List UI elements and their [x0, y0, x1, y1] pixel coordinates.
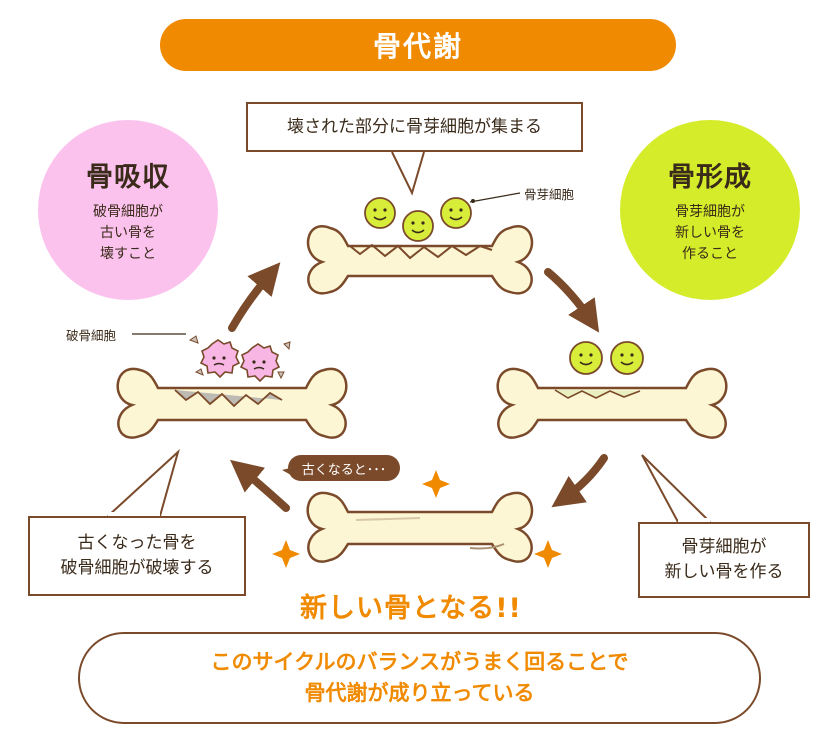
right-callout-tail [641, 454, 711, 523]
top-callout-tail [391, 151, 425, 196]
top-callout: 壊された部分に骨芽細胞が集まる [246, 102, 583, 152]
right-callout-line2: 新しい骨を作る [664, 562, 784, 582]
osteoblast-label: 骨芽細胞 [524, 187, 575, 202]
resorption-circle: 骨吸収 破骨細胞が 古い骨を 壊すこと [38, 120, 218, 300]
sparkle-icons [272, 470, 562, 568]
summary-line2: 骨代謝が成り立っている [304, 681, 535, 705]
bone-left [116, 367, 348, 439]
arrow-top-to-formation [544, 268, 600, 333]
left-callout-line1: 古くなった骨を [77, 533, 197, 554]
formation-title: 骨形成 [668, 162, 752, 193]
osteoclast-label: 破骨細胞 [66, 328, 117, 343]
left-callout-tail [107, 448, 180, 517]
resorption-description: 破骨細胞が 古い骨を 壊すこと [93, 204, 163, 262]
osteoblast-group-top [364, 197, 472, 242]
formation-circle: 骨形成 骨芽細胞が 新しい骨を 作ること [620, 120, 800, 300]
bone-top [306, 225, 534, 295]
result-text: 新しい骨となる!! [300, 593, 522, 624]
old-tag: 古くなると･･･ [288, 455, 400, 481]
bone-new [306, 491, 534, 563]
left-callout: 古くなった骨を 破骨細胞が破壊する [28, 516, 246, 596]
right-callout-line1: 骨芽細胞が [681, 537, 767, 558]
bone-right [496, 367, 728, 439]
formation-description: 骨芽細胞が 新しい骨を 作ること [675, 204, 745, 262]
summary-box: このサイクルのバランスがうまく回ることで 骨代謝が成り立っている [78, 632, 761, 724]
summary-line1: このサイクルのバランスがうまく回ることで [210, 649, 629, 674]
arrow-new-to-resorption [230, 459, 290, 512]
osteoblast-group-right [569, 341, 644, 375]
resorption-title: 骨吸収 [86, 162, 170, 193]
osteoblast-leader-line [469, 192, 521, 203]
page-title: 骨代謝 [160, 19, 676, 71]
left-callout-line2: 破骨細胞が破壊する [60, 558, 214, 578]
arrow-formation-to-new [551, 454, 608, 508]
arrow-resorption-to-top [228, 262, 281, 332]
osteoclast-group [188, 335, 291, 383]
right-callout: 骨芽細胞が 新しい骨を作る [638, 522, 810, 598]
